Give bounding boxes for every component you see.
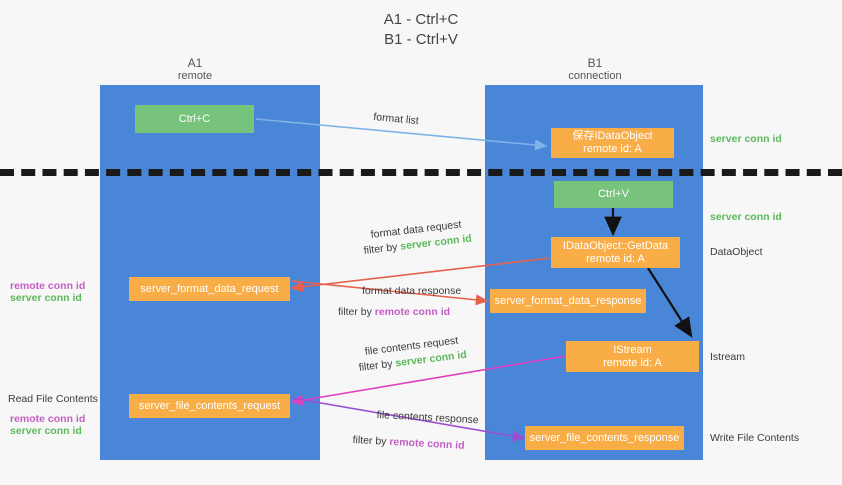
- box-server-file-contents-response[interactable]: server_file_contents_response: [525, 426, 684, 450]
- filter-key-remote-conn-id: remote conn id: [374, 306, 451, 318]
- lane-a1-name: A1: [187, 56, 203, 70]
- box-idataobject-getdata-line1: IDataObject::GetData: [562, 239, 669, 252]
- left-label-server-conn-id-1: server conn id: [10, 292, 82, 304]
- box-idataobject-getdata-line2: remote id: A: [586, 252, 645, 265]
- box-ctrl-v[interactable]: Ctrl+V: [554, 181, 673, 208]
- left-label-read-file-contents: Read File Contents: [8, 393, 98, 405]
- right-label-server-conn-id-top: server conn id: [710, 133, 782, 145]
- left-label-remote-conn-id-2: remote conn id: [10, 413, 86, 425]
- edge-label-file-contents-response: file contents response: [376, 408, 479, 427]
- title-line-1: A1 - Ctrl+C: [383, 11, 459, 28]
- box-istream-line2: remote id: A: [603, 356, 662, 369]
- box-server-format-data-response[interactable]: server_format_data_response: [490, 289, 646, 313]
- right-label-dataobject: DataObject: [710, 246, 763, 258]
- lane-a1-sub: remote: [177, 70, 213, 82]
- box-istream-line1: IStream: [613, 343, 652, 356]
- lane-b1-name: B1: [587, 56, 603, 70]
- right-label-write-file-contents: Write File Contents: [710, 432, 800, 444]
- lane-header-a1: A1 remote: [125, 57, 265, 83]
- box-server-format-data-response-label: server_format_data_response: [494, 294, 642, 307]
- filter-prefix: filter by: [352, 433, 390, 448]
- right-label-server-conn-id-mid: server conn id: [710, 211, 782, 223]
- box-save-idataobject-line2: remote id: A: [583, 143, 642, 155]
- filter-key-remote-conn-id: remote conn id: [389, 435, 465, 452]
- box-server-file-contents-request-label: server_file_contents_request: [138, 399, 281, 412]
- edge-label-format-data-response: format data response: [362, 285, 462, 297]
- edge-label-format-list: format list: [372, 110, 420, 128]
- lane-b1-sub: connection: [568, 70, 622, 82]
- right-label-istream: Istream: [710, 351, 746, 363]
- filter-prefix: filter by: [338, 306, 375, 318]
- box-ctrl-c[interactable]: Ctrl+C: [135, 105, 254, 133]
- edge-label-format-data-response-filter: filter by remote conn id: [338, 305, 450, 319]
- box-idataobject-getdata[interactable]: IDataObject::GetData remote id: A: [551, 237, 680, 268]
- box-save-idataobject-line1: 保存IDataObject: [572, 130, 653, 142]
- title-line-2: B1 - Ctrl+V: [384, 31, 458, 48]
- page-title: A1 - Ctrl+C B1 - Ctrl+V: [0, 10, 842, 50]
- filter-prefix: filter by: [363, 240, 402, 257]
- lane-header-b1: B1 connection: [525, 57, 665, 83]
- box-save-idataobject[interactable]: 保存IDataObject remote id: A: [551, 128, 674, 158]
- box-ctrl-v-label: Ctrl+V: [598, 188, 629, 200]
- box-istream[interactable]: IStream remote id: A: [566, 341, 699, 372]
- phase-divider: [0, 169, 842, 176]
- left-label-server-conn-id-2: server conn id: [10, 425, 82, 437]
- box-server-format-data-request[interactable]: server_format_data_request: [129, 277, 290, 301]
- filter-prefix: filter by: [358, 357, 397, 374]
- box-server-file-contents-response-label: server_file_contents_response: [529, 431, 680, 444]
- box-server-file-contents-request[interactable]: server_file_contents_request: [129, 394, 290, 418]
- left-label-remote-conn-id-1: remote conn id: [10, 280, 86, 292]
- box-ctrl-c-label: Ctrl+C: [178, 112, 211, 125]
- edge-label-file-contents-response-filter: filter by remote conn id: [352, 433, 465, 453]
- box-server-format-data-request-label: server_format_data_request: [140, 282, 279, 295]
